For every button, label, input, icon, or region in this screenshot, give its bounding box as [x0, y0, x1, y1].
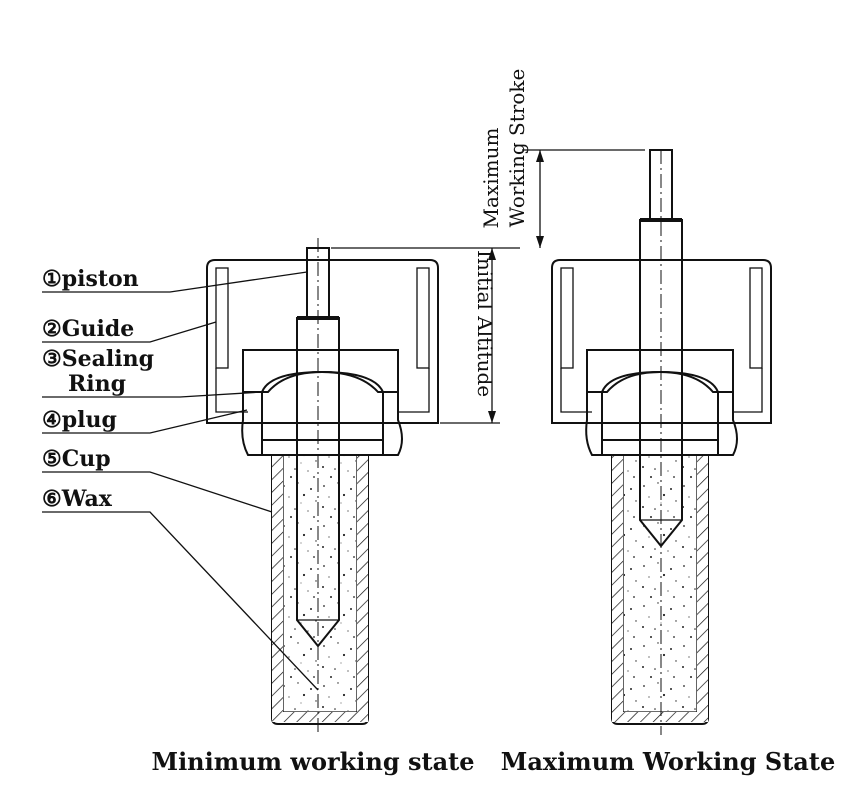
legend-cup: ⑤Cup: [42, 446, 111, 472]
max-stroke-label-line1: Maximum: [479, 128, 503, 229]
cup-right: [602, 454, 718, 725]
min-state-assembly: [206, 238, 439, 735]
legend-plug: ④plug: [42, 407, 117, 433]
legend-wax: ⑥Wax: [42, 486, 113, 512]
max-state-assembly: [551, 149, 772, 735]
legend-leaders: [42, 271, 319, 691]
legend-piston: ①piston: [42, 266, 139, 292]
initial-altitude-label: Initial Altitude: [473, 250, 497, 397]
plug-left: [241, 391, 263, 456]
caption-min-state: Minimum working state: [152, 747, 475, 776]
guide-right: [551, 259, 772, 424]
piston-right: [639, 149, 683, 548]
cup-left: [262, 454, 383, 725]
plug-right-side-2: [717, 391, 738, 456]
plug-right-side: [382, 391, 403, 456]
wax-right: [624, 456, 696, 711]
legend-sealing-ring-1: ③Sealing: [42, 346, 154, 372]
legend-guide: ②Guide: [42, 316, 134, 342]
dimension-lines: [331, 149, 645, 424]
max-stroke-label-line2: Working Stroke: [505, 69, 529, 228]
guide-left: [206, 259, 439, 424]
legend-sealing-ring-2: Ring: [68, 371, 126, 397]
caption-max-state: Maximum Working State: [501, 747, 835, 776]
wax-left: [284, 456, 356, 711]
plug-right: [585, 391, 603, 456]
